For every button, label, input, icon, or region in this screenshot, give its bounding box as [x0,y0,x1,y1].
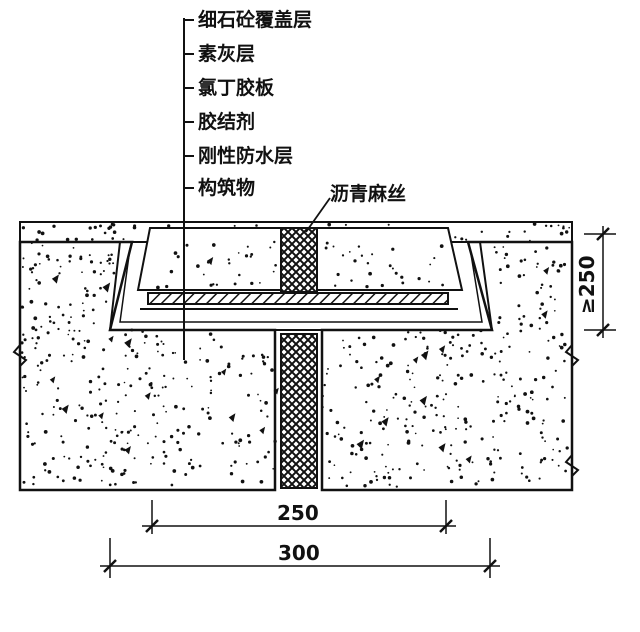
layer-ticks [184,19,194,189]
asphalt-hemp-upper [280,227,318,293]
neoprene-plate [147,292,449,305]
inner-width-label: 250 [277,501,319,525]
joint-leader-line [305,197,331,233]
joint-label: 沥青麻丝 [330,182,406,205]
depth-dimension: ≥250 [575,226,616,338]
layer-label-2: 氯丁胶板 [198,76,275,99]
layer-label-5: 构筑物 [198,176,255,199]
outer-width-dimension: 300 [100,538,500,578]
asphalt-hemp-lower [280,333,318,489]
rigid-waterproof-layer [108,241,494,331]
layer-label-0: 细石砼覆盖层 [198,8,312,31]
break-lines [12,344,580,477]
concrete-stipple [20,222,571,488]
outer-width-label: 300 [278,541,320,565]
layer-label-4: 刚性防水层 [198,144,293,167]
plain-ash-layer [119,247,483,323]
depth-dimension-label: ≥250 [575,255,599,314]
layer-label-3: 胶结剂 [198,110,255,133]
layer-label-1: 素灰层 [198,42,255,65]
inner-width-dimension: 250 [142,500,456,534]
